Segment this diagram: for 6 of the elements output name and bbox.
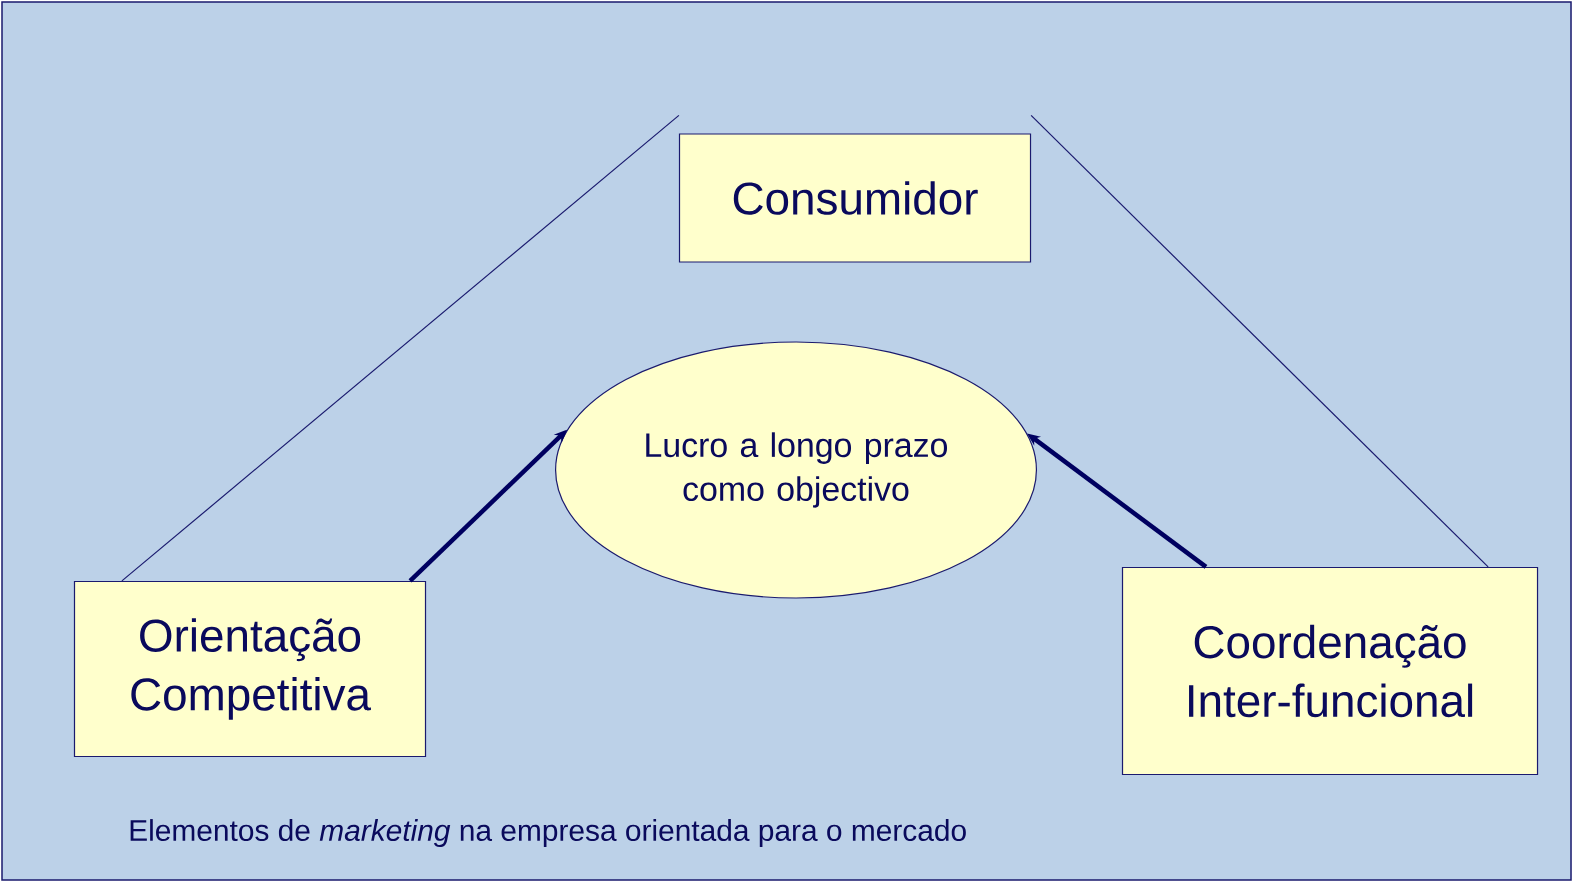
connector-line (121, 114, 680, 582)
text-box: Consumidor (678, 133, 1032, 263)
caption: Elementos de marketing na empresa orientada para o mercado (130, 819, 966, 847)
connector-line (1030, 114, 1489, 568)
text-box: Coordenação Inter-funcional (1121, 566, 1539, 776)
text-box: Orientação Competitiva (73, 580, 427, 758)
